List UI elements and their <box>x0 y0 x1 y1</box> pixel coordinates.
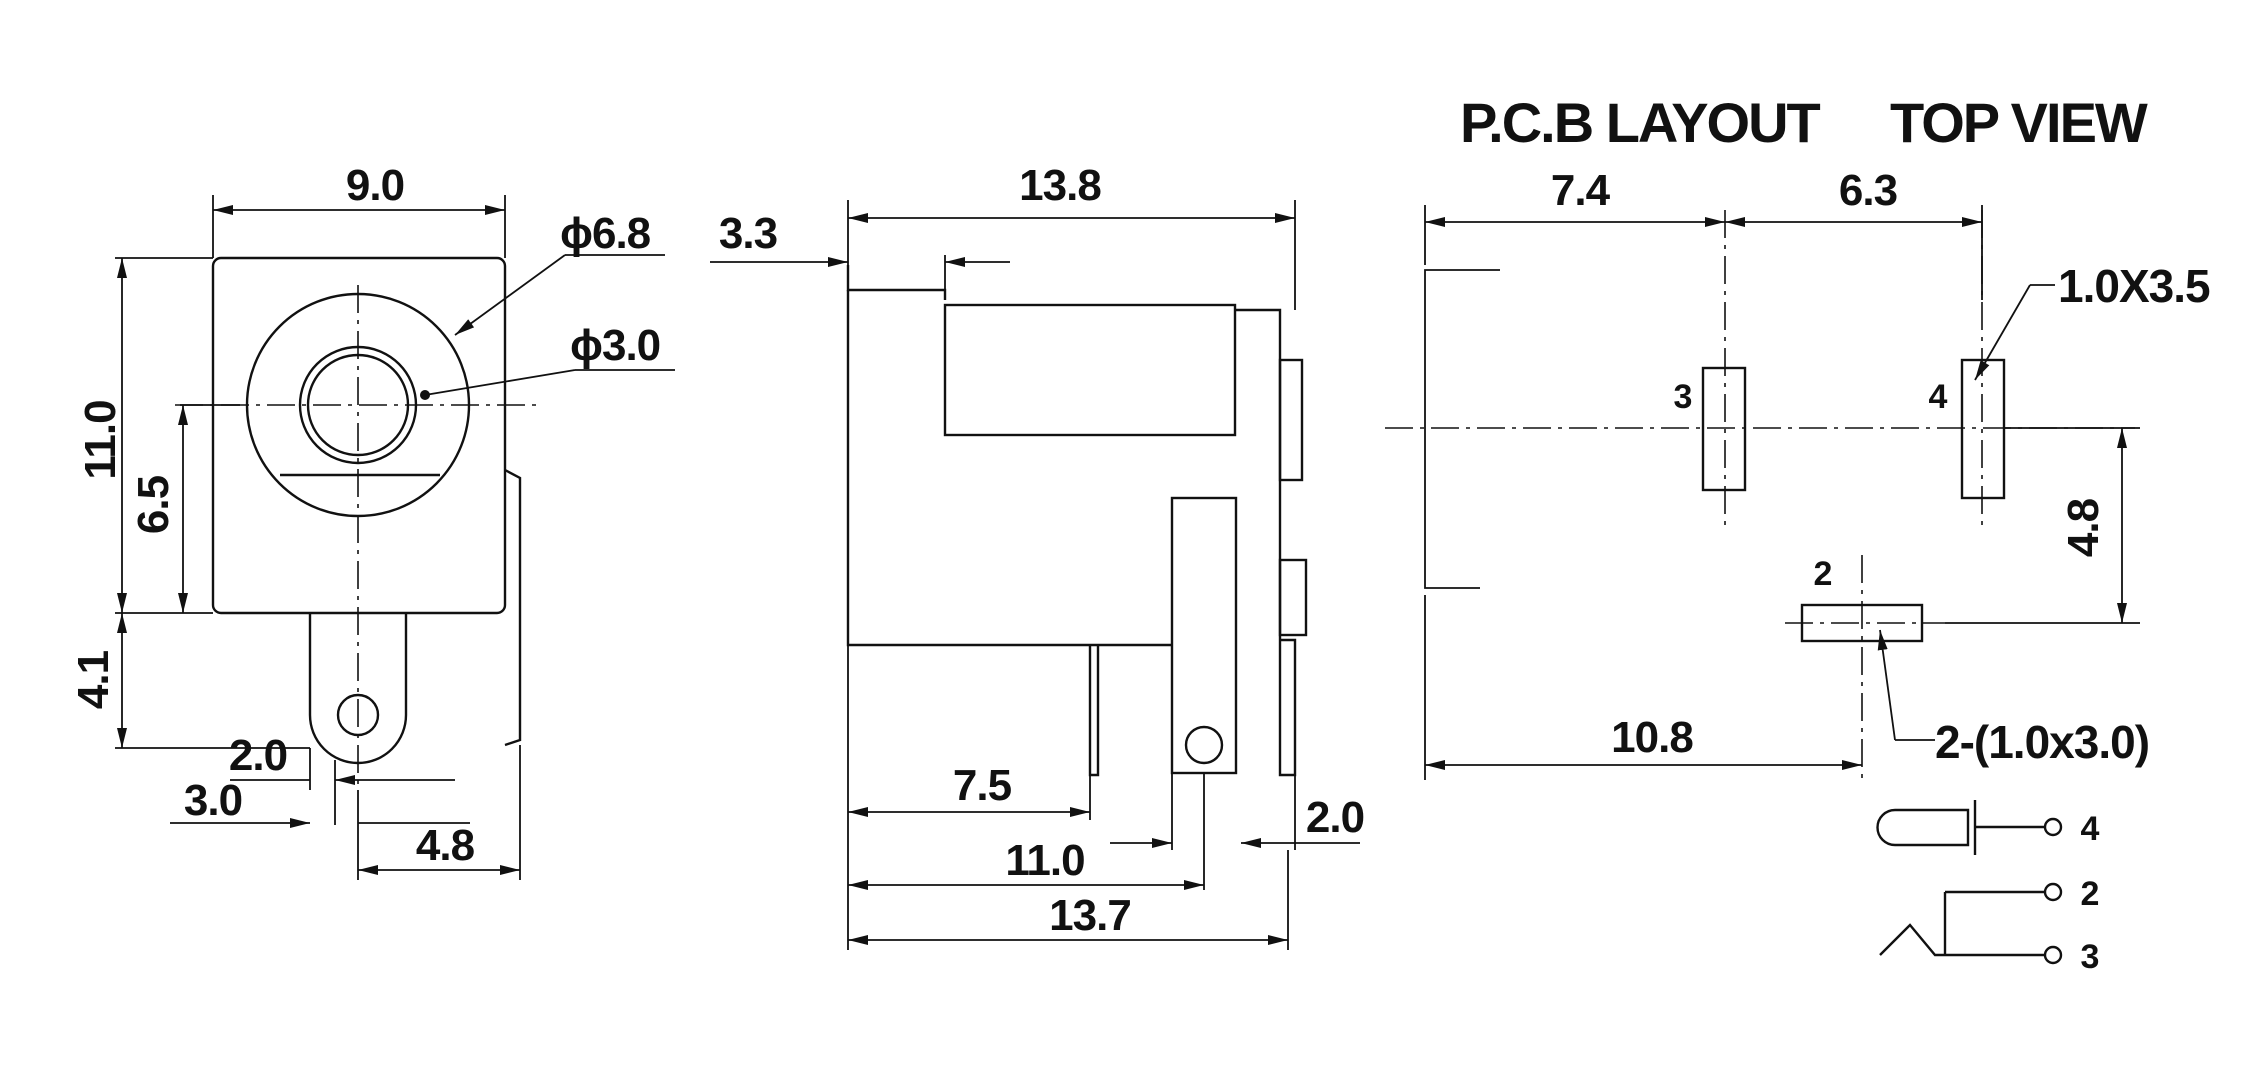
dim-vertical-offset: 4.8 <box>2059 498 2108 557</box>
switch-symbol <box>1879 923 2045 957</box>
side-flange <box>846 265 947 300</box>
dim-pin-drop: 4.1 <box>69 650 118 709</box>
dim-total-pin: 13.7 <box>1049 891 1131 940</box>
side-rear-tab-bottom <box>1278 558 1308 637</box>
bottom-pad-note: 2-(1.0x3.0) <box>1935 716 2149 768</box>
dim-tail: 2.0 <box>1306 793 1364 842</box>
pad-4 <box>1960 358 2006 500</box>
dim-height: 11.0 <box>76 400 125 479</box>
dim-outer-diameter: ϕ6.8 <box>560 209 651 258</box>
pad-3 <box>1701 366 1747 492</box>
pin3-terminal <box>2043 945 2063 965</box>
front-view: 9.0 11.0 6.5 4.1 ϕ6.8 ϕ3.0 2.0 3.0 4.8 <box>69 161 675 880</box>
pin4-terminal <box>2043 817 2063 837</box>
side-rear-pin <box>1170 496 1238 775</box>
top-view-title: TOP VIEW <box>1890 91 2148 154</box>
schematic-pin3: 3 <box>2081 938 2100 976</box>
side-rear-plate <box>1235 308 1297 777</box>
pad4-label: 4 <box>1929 378 1948 416</box>
schematic-symbol: 4 2 3 <box>1876 800 2100 976</box>
front-pin-hole <box>336 693 380 737</box>
side-pin-hole <box>1184 725 1224 765</box>
pin2-terminal <box>2043 882 2063 902</box>
dim-pin2: 11.0 <box>1005 836 1084 885</box>
dim-center-height: 6.5 <box>129 475 178 534</box>
dim-pin-width: 2.0 <box>229 731 287 780</box>
pcb-layout-title: P.C.B LAYOUT <box>1460 91 1821 154</box>
dim-right-span: 6.3 <box>1839 166 1897 215</box>
dim-bottom-span: 10.8 <box>1611 713 1693 762</box>
schematic-pin2: 2 <box>2081 875 2100 913</box>
dim-inner-diameter: ϕ3.0 <box>570 321 660 370</box>
pcb-outline-bracket <box>1424 269 1500 589</box>
dim-width: 9.0 <box>346 161 404 210</box>
side-view: 13.8 3.3 7.5 2.0 11.0 13.7 <box>710 161 1365 950</box>
side-lower-outline <box>846 290 1172 647</box>
dim-pin1: 7.5 <box>953 761 1012 810</box>
front-pin <box>308 613 408 765</box>
plug-symbol <box>1876 808 1970 847</box>
pad-size-note: 1.0X3.5 <box>2058 260 2210 312</box>
pad2-label: 2 <box>1814 555 1833 593</box>
schematic-pin4: 4 <box>2081 810 2100 848</box>
dim-flange: 3.3 <box>719 209 777 258</box>
front-side-tab <box>504 468 522 747</box>
dim-length: 13.8 <box>1019 161 1101 210</box>
side-front-pin <box>1088 645 1100 777</box>
pcb-layout: P.C.B LAYOUT TOP VIEW 3 4 2 7.4 6.3 1.0X… <box>1385 91 2211 780</box>
pad3-label: 3 <box>1674 378 1693 416</box>
front-body-outline <box>211 256 507 615</box>
dim-side-pin: 4.8 <box>416 821 475 870</box>
side-rear-tab-top <box>1278 358 1304 482</box>
dim-pin-offset: 3.0 <box>184 776 242 825</box>
side-upper-block <box>943 303 1237 437</box>
dim-left-span: 7.4 <box>1551 166 1611 215</box>
